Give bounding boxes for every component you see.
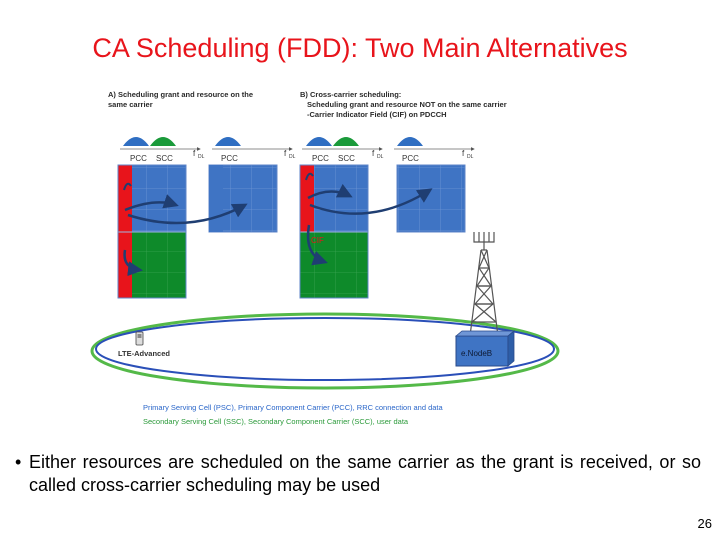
pcc-antenna-icon — [215, 137, 241, 146]
svg-text:DL: DL — [289, 154, 296, 160]
pcc-label: PCC — [402, 154, 419, 163]
panel-b-resource-grid — [299, 164, 466, 299]
frequency-label: f DL — [284, 149, 296, 160]
svg-text:f: f — [372, 149, 375, 158]
legend-secondary: Secondary Serving Cell (SSC), Secondary … — [143, 417, 409, 426]
ue-label: LTE-Advanced — [118, 349, 170, 358]
section-b-header: B) Cross-carrier scheduling: Scheduling … — [300, 90, 507, 119]
primary-cell-ellipse — [95, 317, 555, 381]
control-region — [300, 165, 314, 232]
scheduling-arrow — [123, 249, 143, 277]
bullet-point: • Either resources are scheduled on the … — [15, 451, 701, 497]
scheduling-arrow — [127, 203, 248, 225]
svg-text:DL: DL — [198, 154, 205, 160]
pcc-label: PCC — [130, 154, 147, 163]
section-b-line2: Scheduling grant and resource NOT on the… — [307, 100, 507, 109]
scc-label: SCC — [338, 154, 355, 163]
svg-text:f: f — [193, 149, 196, 158]
frequency-label: f DL — [462, 149, 474, 160]
enodeb-label: e.NodeB — [461, 349, 492, 358]
legend-primary: Primary Serving Cell (PSC), Primary Comp… — [143, 403, 444, 412]
cross-carrier-arrow — [306, 224, 328, 266]
svg-text:f: f — [284, 149, 287, 158]
carrier-aggregation-diagram: A) Scheduling grant and resource on the … — [90, 90, 560, 426]
secondary-cell-ellipse — [90, 312, 560, 390]
svg-text:DL: DL — [377, 154, 384, 160]
section-a-line1: A) Scheduling grant and resource on the — [108, 90, 253, 99]
section-b-line1: B) Cross-carrier scheduling: — [300, 90, 401, 99]
scc-antenna-icon — [333, 137, 359, 146]
pcc-antenna-icon — [306, 137, 332, 146]
scheduling-arrow — [309, 188, 433, 215]
frequency-label: f DL — [372, 149, 384, 160]
phone-icon — [135, 331, 144, 346]
frequency-label: f DL — [193, 149, 205, 160]
page-number: 26 — [697, 516, 712, 531]
scheduling-arrow — [307, 183, 353, 200]
pcc-label: PCC — [312, 154, 329, 163]
section-a-header: A) Scheduling grant and resource on the … — [108, 90, 253, 109]
svg-text:f: f — [462, 149, 465, 158]
section-a-line2: same carrier — [108, 100, 153, 109]
pcc-antenna-icon — [123, 137, 149, 146]
bullet-text: Either resources are scheduled on the sa… — [29, 452, 701, 495]
scheduling-arrow — [124, 194, 179, 212]
scc-label: SCC — [156, 154, 173, 163]
cif-label: CIF — [311, 236, 324, 245]
tower-icon — [469, 232, 499, 337]
section-b-line3: -Carrier Indicator Field (CIF) on PDCCH — [307, 110, 447, 119]
scc-antenna-icon — [150, 137, 176, 146]
pcc-antenna-icon — [397, 137, 423, 146]
svg-text:DL: DL — [467, 154, 474, 160]
pcc-label: PCC — [221, 154, 238, 163]
bullet-icon: • — [15, 452, 22, 472]
panel-a-resource-grid — [117, 164, 278, 299]
slide-title: CA Scheduling (FDD): Two Main Alternativ… — [92, 33, 628, 63]
